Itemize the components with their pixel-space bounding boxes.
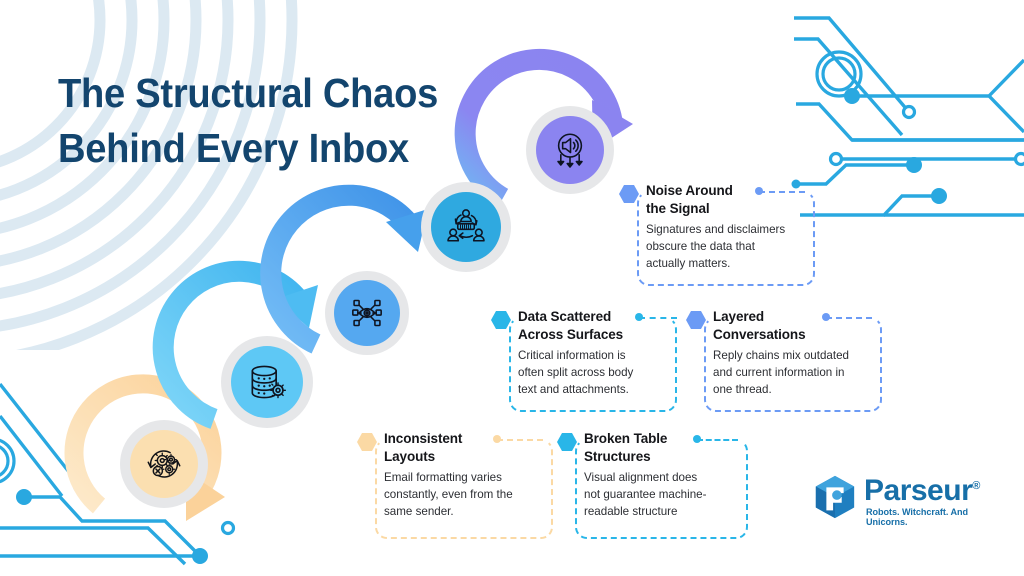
card-heading: Inconsistent Layouts <box>384 431 463 464</box>
node-megaphone-arrows <box>526 106 614 194</box>
node-eye-network <box>325 271 409 355</box>
card-border <box>575 439 748 539</box>
card-body: Email formatting varies constantly, even… <box>384 471 513 519</box>
card-body: Reply chains mix outdated and current in… <box>713 349 849 397</box>
logo-tagline: Robots. Witchcraft. And Unicorns. <box>866 507 968 527</box>
card-hexagon-bullet <box>686 311 706 329</box>
gears-refresh-icon <box>147 450 181 478</box>
card-body: Visual alignment does not guarantee mach… <box>584 471 707 519</box>
card-top-rule <box>759 191 805 193</box>
card-border <box>704 317 882 412</box>
card-inconsistent-layouts[interactable]: Inconsistent Layouts Email formatting va… <box>357 430 557 539</box>
card-top-rule <box>639 317 677 319</box>
card-top-rule <box>826 317 872 319</box>
arrow-blue <box>260 184 428 354</box>
card-body: Signatures and disclaimers obscure the d… <box>646 223 786 271</box>
card-connector-dot <box>755 187 763 195</box>
parseur-mark-icon <box>815 475 855 519</box>
card-body: Critical information is often split acro… <box>518 349 634 397</box>
card-hexagon-bullet <box>491 311 511 329</box>
card-heading: Noise Around the Signal <box>646 183 733 216</box>
database-gear-icon <box>251 365 287 399</box>
card-top-rule <box>697 439 738 441</box>
card-heading: Broken Table Structures <box>584 431 668 464</box>
card-heading: Data Scattered Across Surfaces <box>518 309 624 342</box>
card-hexagon-bullet <box>557 433 577 451</box>
people-conversation-icon <box>447 209 485 242</box>
node-gears-refresh <box>120 420 208 508</box>
card-connector-dot <box>635 313 643 321</box>
node-people-conversation <box>421 182 511 272</box>
eye-network-icon <box>352 299 382 327</box>
card-hexagon-bullet <box>619 185 639 203</box>
megaphone-arrows-icon <box>557 133 583 168</box>
logo-wordmark: Parseur® <box>864 474 980 507</box>
card-noise-around-the-signal[interactable]: Noise Around the Signal Signatures and d… <box>619 182 819 286</box>
card-broken-table-structures[interactable]: Broken Table Structures Visual alignment… <box>557 430 752 539</box>
card-layered-conversations[interactable]: Layered Conversations Reply chains mix o… <box>686 308 886 412</box>
card-border <box>637 191 815 286</box>
card-connector-dot <box>493 435 501 443</box>
parseur-logo[interactable]: Parseur® Robots. Witchcraft. And Unicorn… <box>812 472 1002 527</box>
card-border <box>509 317 677 412</box>
card-connector-dot <box>693 435 701 443</box>
card-data-scattered-across-surfaces[interactable]: Data Scattered Across Surfaces Critical … <box>491 308 681 412</box>
card-connector-dot <box>822 313 830 321</box>
card-top-rule <box>497 439 543 441</box>
card-heading: Layered Conversations <box>713 309 806 342</box>
page-title: The Structural Chaos Behind Every Inbox <box>58 70 439 171</box>
card-hexagon-bullet <box>357 433 377 451</box>
card-border <box>375 439 553 539</box>
node-database-gear <box>221 336 313 428</box>
